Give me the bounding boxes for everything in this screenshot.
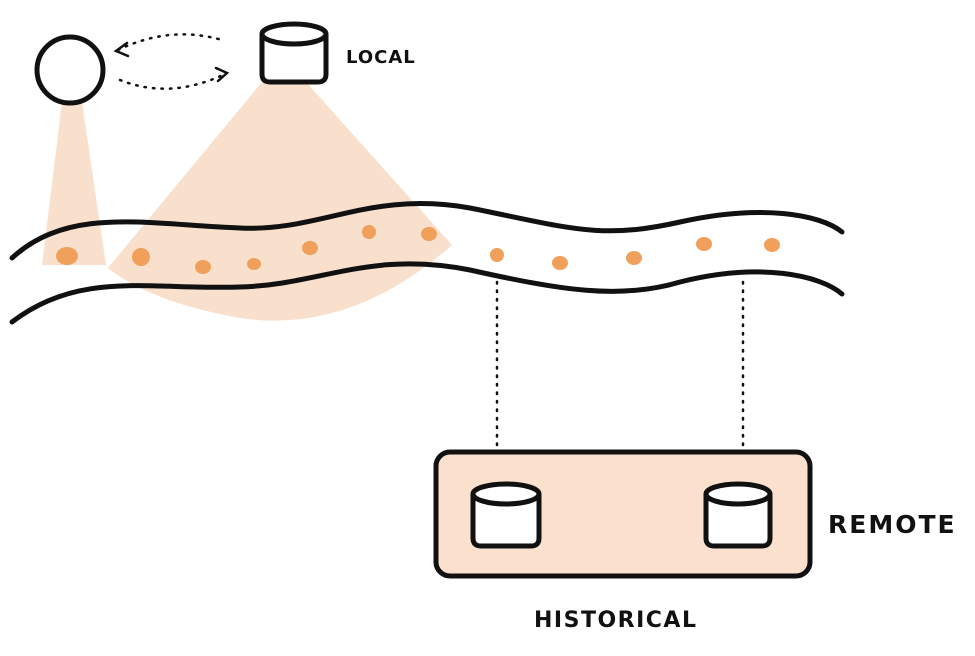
stream-event-dot [626,251,642,265]
local-store-icon [259,21,329,85]
stream-event-dot [195,260,211,274]
remote-store-icon-1 [470,481,542,549]
client-view-beam [42,102,106,265]
stream-event-dot [421,227,437,241]
stream-event-dot [696,237,712,251]
remote-label: REMOTE [828,510,957,539]
stream-event-dot [362,225,376,239]
stream-top-bank [9,201,845,261]
stream-bottom-bank [9,261,845,325]
bidirectional-dotted-arrow-icon [113,33,230,90]
local-store-view-beam [108,82,452,321]
stream-event-dot [132,248,150,266]
stream-events [56,225,780,274]
stream-event-dot [552,256,568,270]
stream-event-dot [247,258,261,270]
client-node-icon [34,34,106,106]
stream-event-dot [56,247,78,265]
stream-event-dot [490,248,504,262]
stream-event-dot [764,238,780,252]
stream-event-dot [302,241,318,255]
historical-label: HISTORICAL [534,608,697,633]
remote-store-icon-2 [703,481,773,549]
local-label: LOCAL [346,47,416,68]
